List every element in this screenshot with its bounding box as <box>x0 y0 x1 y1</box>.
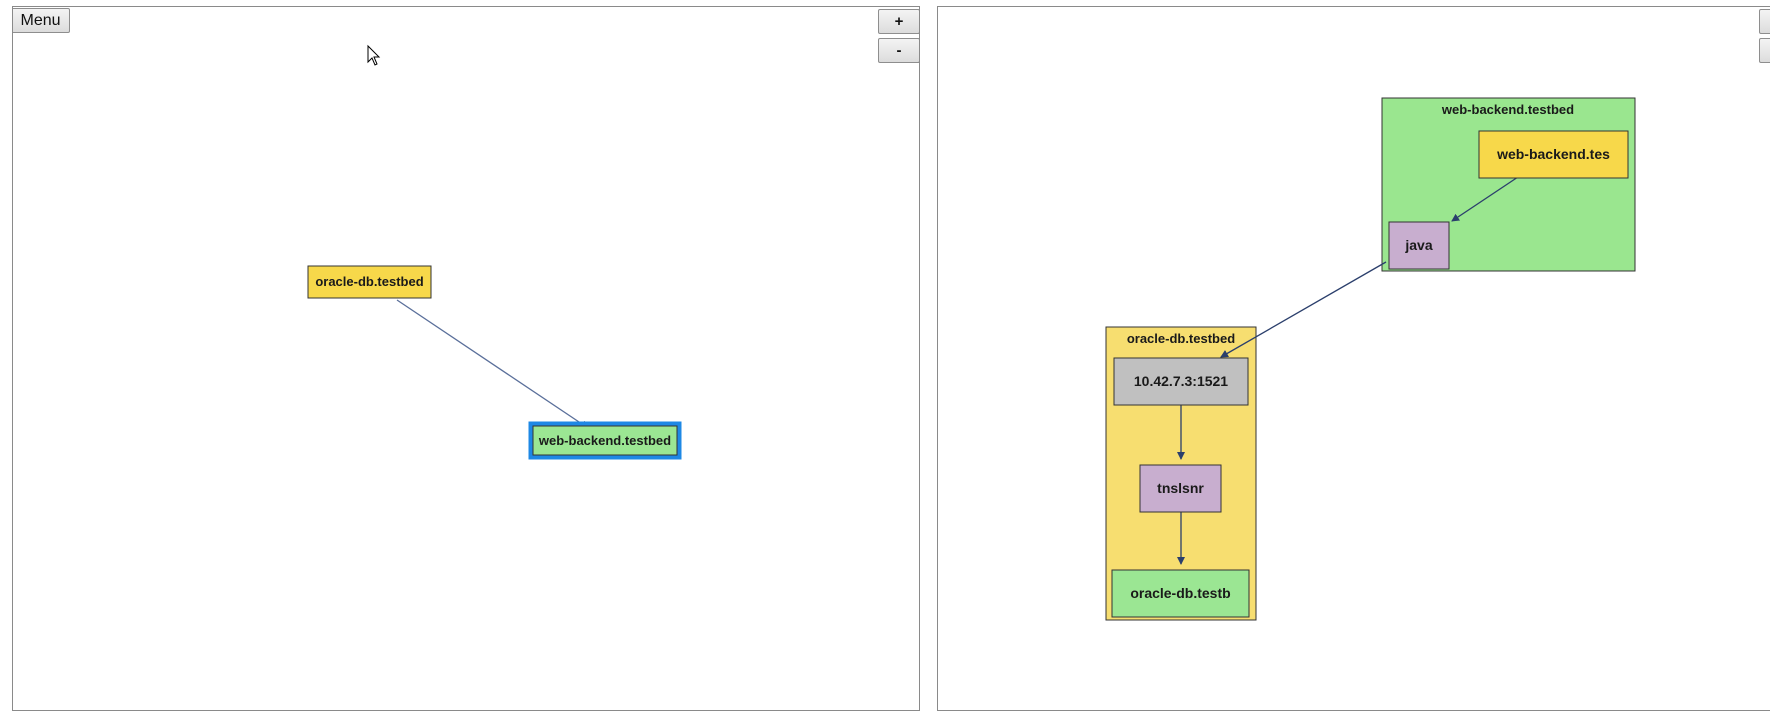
node-label: 10.42.7.3:1521 <box>1134 373 1228 389</box>
node-label: oracle-db.testbed <box>315 274 423 289</box>
host-graph-canvas[interactable]: oracle-db.testbed web-backend.testbed <box>13 7 920 711</box>
node-label: java <box>1404 237 1432 253</box>
menu-button[interactable]: Menu <box>13 8 70 33</box>
edge-oracle-to-web <box>396 299 589 429</box>
node-label: web-backend.tes <box>1496 146 1610 162</box>
zoom-in-button[interactable]: + <box>1759 9 1770 34</box>
group-label: oracle-db.testbed <box>1127 331 1235 346</box>
zoom-out-button[interactable]: - <box>878 38 919 63</box>
node-label: web-backend.testbed <box>538 433 671 448</box>
group-label: web-backend.testbed <box>1441 102 1574 117</box>
node-oracle-db-host[interactable]: oracle-db.testbed <box>307 265 432 299</box>
graph-pane-right[interactable]: + - web-backend.testbed oracle-db.testbe… <box>937 6 1770 711</box>
edge-host-to-java <box>1451 176 1519 222</box>
node-tnslsnr-process[interactable]: tnslsnr <box>1139 464 1222 513</box>
group-web-backend[interactable]: web-backend.testbed <box>1381 97 1636 272</box>
node-listener-endpoint[interactable]: 10.42.7.3:1521 <box>1113 357 1249 406</box>
mouse-cursor-icon <box>367 44 381 66</box>
edge-java-to-listener <box>1220 261 1387 358</box>
selection-highlight <box>528 421 682 460</box>
node-oracle-db-host[interactable]: oracle-db.testb <box>1111 569 1250 618</box>
node-web-backend-host-selected[interactable]: web-backend.testbed <box>528 421 682 460</box>
zoom-out-button[interactable]: - <box>1759 38 1770 63</box>
graph-pane-left[interactable]: Menu + - oracle-db.testbed web-backend.t… <box>12 6 920 711</box>
node-label: tnslsnr <box>1157 480 1204 496</box>
node-label: oracle-db.testb <box>1130 585 1230 601</box>
node-web-backend-host[interactable]: web-backend.tes <box>1478 130 1629 179</box>
process-graph-canvas[interactable]: web-backend.testbed oracle-db.testbed we… <box>938 7 1770 711</box>
node-java-process[interactable]: java <box>1388 221 1450 270</box>
zoom-in-button[interactable]: + <box>878 9 919 34</box>
